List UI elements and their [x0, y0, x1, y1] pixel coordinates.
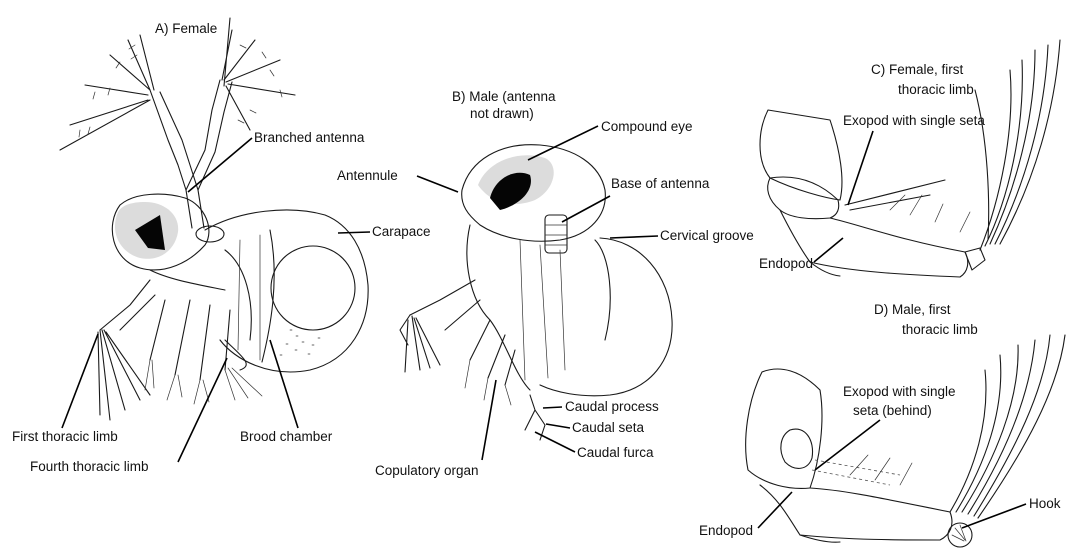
panel-b-title-line2: not drawn): [470, 106, 534, 121]
leader-endopod-d: [758, 492, 792, 528]
leader-copulatory-organ: [482, 380, 496, 460]
panel-d-title-line2: thoracic limb: [902, 322, 978, 337]
leader-caudal-process: [543, 407, 562, 408]
panel-c-title-line2: thoracic limb: [898, 82, 974, 97]
label-base-of-antenna: Base of antenna: [611, 176, 710, 191]
label-caudal-process: Caudal process: [565, 399, 659, 414]
leader-compound-eye: [528, 126, 598, 160]
panel-b-title-line1: B) Male (antenna: [452, 89, 556, 104]
label-antennule: Antennule: [337, 168, 398, 183]
leader-caudal-seta: [546, 424, 570, 428]
label-compound-eye: Compound eye: [601, 119, 693, 134]
label-fourth-thoracic-limb: Fourth thoracic limb: [30, 459, 149, 474]
label-hook: Hook: [1029, 496, 1061, 511]
leader-carapace: [338, 232, 370, 233]
panel-d-male-limb: D) Male, first thoracic limb Exopod with…: [699, 302, 1065, 547]
label-first-thoracic-limb: First thoracic limb: [12, 429, 118, 444]
panel-b-male: B) Male (antenna not drawn) Compound eye…: [337, 89, 754, 478]
leader-brood-chamber: [270, 340, 298, 428]
panel-c-title-line1: C) Female, first: [871, 62, 964, 77]
label-endopod-c: Endopod: [759, 256, 813, 271]
label-caudal-seta: Caudal seta: [572, 420, 645, 435]
leader-antennule: [417, 176, 458, 192]
leader-exopod-d: [815, 420, 880, 470]
panel-d-title-line1: D) Male, first: [874, 302, 951, 317]
male-legs-illustration: [400, 280, 515, 405]
label-caudal-furca: Caudal furca: [577, 445, 654, 460]
label-carapace: Carapace: [372, 224, 431, 239]
leader-exopod-c: [848, 131, 873, 205]
female-legs-illustration: [98, 280, 262, 420]
label-copulatory-organ: Copulatory organ: [375, 463, 479, 478]
label-exopod-c: Exopod with single seta: [843, 113, 985, 128]
male-head-illustration: [462, 145, 606, 253]
leader-cervical-groove: [610, 236, 658, 238]
label-brood-chamber: Brood chamber: [240, 429, 333, 444]
label-endopod-d: Endopod: [699, 523, 753, 538]
leader-first-thoracic-limb: [62, 334, 98, 428]
label-exopod-d-line1: Exopod with single: [843, 384, 956, 399]
panel-a-title: A) Female: [155, 21, 217, 36]
label-exopod-d-line2: seta (behind): [853, 403, 932, 418]
male-limb-illustration: [746, 335, 1065, 547]
leader-endopod-c: [814, 238, 843, 262]
female-head-illustration: [112, 194, 224, 270]
female-body-illustration: [150, 210, 368, 372]
label-branched-antenna: Branched antenna: [254, 130, 365, 145]
label-cervical-groove: Cervical groove: [660, 228, 754, 243]
panel-a-female: A) Female Branched antenna Carapace Firs…: [12, 18, 431, 474]
leader-caudal-furca: [535, 432, 575, 452]
panel-c-female-limb: C) Female, first thoracic limb Exopod wi…: [759, 40, 1060, 277]
leader-fourth-thoracic-limb: [178, 358, 227, 462]
